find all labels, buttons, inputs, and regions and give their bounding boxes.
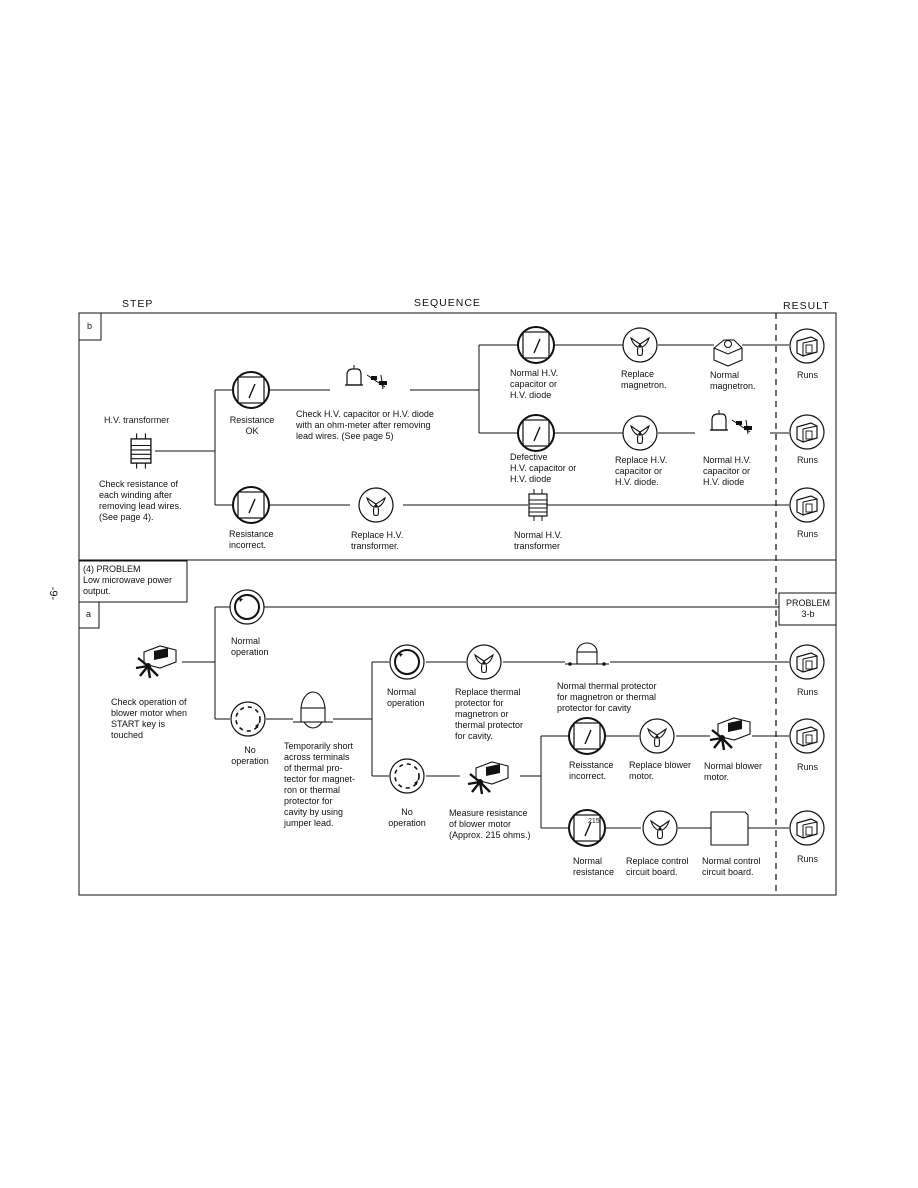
hv-transformer-icon	[130, 432, 152, 470]
runs-oven-icon-6	[789, 810, 825, 846]
runs-label-4: Runs	[797, 687, 819, 697]
normal-hv-transformer-text: Normal H.V.transformer	[514, 530, 563, 551]
result-header: RESULT	[783, 300, 830, 312]
no-operation-dial-icon	[230, 701, 266, 737]
runs-label-1: Runs	[797, 370, 819, 380]
no-operation-dial-icon-2	[389, 758, 425, 794]
runs-oven-icon-3	[789, 487, 825, 523]
step-header: STEP	[122, 298, 154, 310]
normal-operation-dial-icon-2	[389, 644, 425, 680]
runs-oven-icon-1	[789, 328, 825, 364]
sequence-header: SEQUENCE	[414, 297, 481, 309]
replace-magnetron-fan-icon	[622, 327, 658, 363]
normal-operation-dial-icon	[229, 589, 265, 625]
runs-oven-icon-5	[789, 718, 825, 754]
thermal-protector-icon	[564, 642, 610, 667]
normal-transformer-icon	[528, 488, 548, 522]
meter-ok-icon	[232, 371, 270, 409]
problem-title: (4) PROBLEM	[83, 564, 141, 574]
hv-transformer-label: H.V. transformer	[104, 415, 170, 425]
section-b-tag: b	[87, 321, 93, 331]
magnetron-icon	[713, 339, 743, 367]
meter-reisstance-icon	[568, 717, 606, 755]
blower-motor-icon	[134, 644, 178, 680]
replace-hv-transformer-text: Replace H.V.transformer.	[351, 530, 404, 551]
replace-blower-fan-icon	[639, 718, 675, 754]
control-board-icon	[710, 811, 749, 846]
meter-defective-icon	[517, 414, 555, 452]
runs-label-6: Runs	[797, 854, 819, 864]
normal-blower-motor-icon	[708, 716, 752, 752]
runs-oven-icon-2	[789, 414, 825, 450]
meter-normal-icon	[517, 326, 555, 364]
runs-label-5: Runs	[797, 762, 819, 772]
runs-label-2: Runs	[797, 455, 819, 465]
runs-label-3: Runs	[797, 529, 819, 539]
capacitor-diode-icon	[344, 364, 388, 390]
meter-215-value: 215	[588, 818, 600, 825]
replace-capacitor-fan-icon	[622, 415, 658, 451]
runs-oven-icon-4	[789, 644, 825, 680]
blower-motor-icon-2	[466, 760, 510, 796]
jumper-thermal-icon	[293, 691, 333, 729]
replace-control-fan-icon	[642, 810, 678, 846]
meter-incorrect-icon	[232, 486, 270, 524]
replace-thermal-fan-icon	[466, 644, 502, 680]
normal-capacitor-diode-icon	[709, 409, 753, 435]
replace-transformer-fan-icon	[358, 487, 394, 523]
section-a-tag: a	[86, 609, 92, 619]
